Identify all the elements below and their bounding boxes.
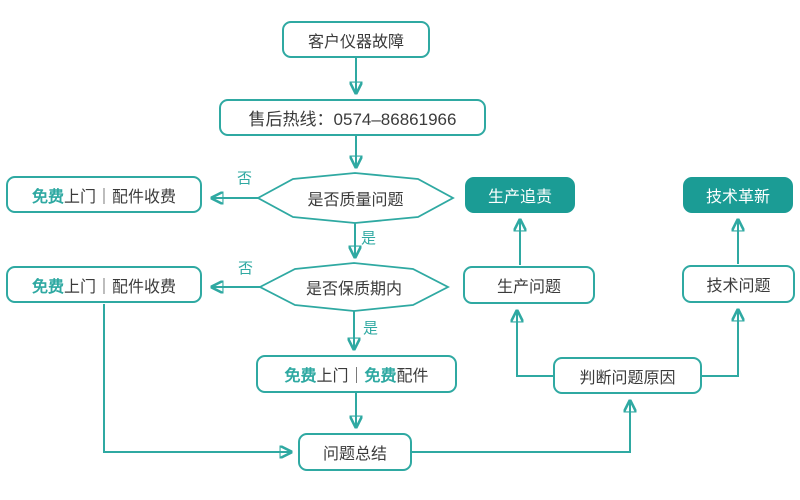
edge-summary-to-judge (412, 401, 630, 453)
free-highlight: 免费 (31, 188, 64, 206)
edge-judge-to-production-issue (517, 311, 553, 377)
free-highlight: 免费 (364, 368, 397, 385)
visit-text: 上门｜ (316, 368, 365, 385)
node-free-visit-paid-parts-bottom: 免费上门｜配件收费 (6, 266, 202, 303)
decision-quality-label: 是否质量问题 (307, 191, 404, 209)
node-summary: 问题总结 (298, 433, 412, 471)
node-technical-issue: 技术问题 (682, 265, 795, 303)
node-free-visit-free-parts: 免费上门｜免费配件 (256, 355, 457, 393)
decision-warranty-label: 是否保质期内 (305, 281, 402, 298)
free-highlight: 免费 (284, 368, 317, 385)
node-production-issue: 生产问题 (463, 266, 595, 304)
node-free-visit-paid-parts-top: 免费上门｜配件收费 (6, 176, 202, 213)
node-customer-fault: 客户仪器故障 (282, 21, 430, 58)
label-quality-no: 否 (237, 170, 253, 187)
node-judge-cause: 判断问题原因 (553, 357, 702, 394)
parts-text: 配件 (396, 368, 429, 385)
paid-parts-text: 上门｜配件收费 (64, 188, 177, 206)
label-warranty-yes: 是 (363, 320, 379, 337)
node-hotline: 售后热线：0574–86861966 (219, 99, 486, 136)
paid-parts-text: 上门｜配件收费 (64, 278, 177, 296)
label-quality-yes: 是 (361, 230, 377, 247)
decision-quality-shape (256, 172, 455, 224)
label-warranty-no: 否 (238, 260, 254, 277)
edge-judge-to-technical-issue (702, 310, 738, 377)
node-production-accountability: 生产追责 (465, 177, 575, 213)
free-highlight: 免费 (31, 278, 64, 296)
decision-warranty-shape (258, 262, 450, 312)
node-technical-innovation: 技术革新 (683, 177, 793, 213)
edge-box2-to-summary (103, 304, 291, 452)
